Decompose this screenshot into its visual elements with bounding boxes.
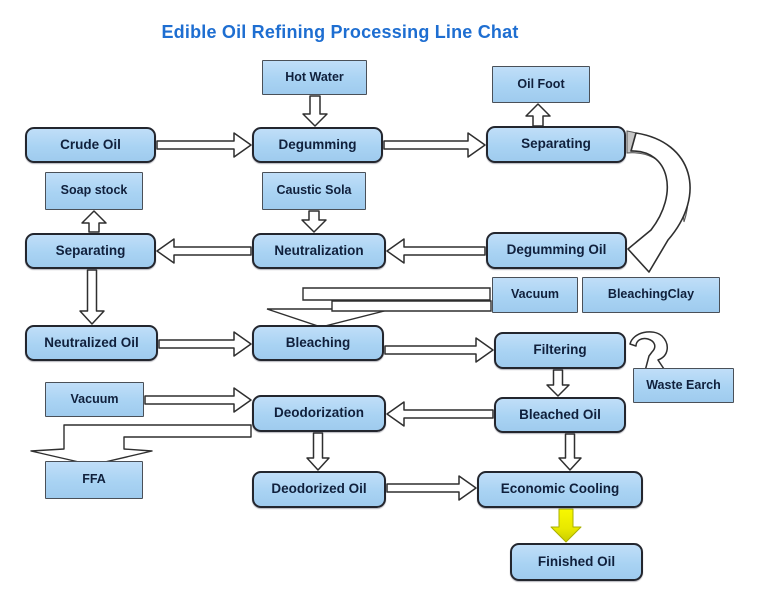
arrow-neutralized-oil-to-bleaching — [158, 331, 252, 357]
node-waste-earch: Waste Earch — [633, 368, 734, 403]
node-filtering: Filtering — [494, 332, 626, 369]
node-crude-oil: Crude Oil — [25, 127, 156, 163]
node-separating-left: Separating — [25, 233, 156, 269]
funnel-arrow-to-bleaching — [266, 287, 492, 328]
funnel-arrow-deodorization-to-ffa — [30, 424, 252, 466]
node-separating-top: Separating — [486, 126, 626, 163]
arrow-bleached-oil-to-economic-cooling — [558, 433, 582, 471]
arrow-separating-to-oil-foot — [525, 103, 551, 127]
arrow-separating-to-soap-stock — [81, 210, 107, 233]
arrow-separating-to-neutralized-oil — [79, 269, 105, 325]
node-bleaching: Bleaching — [252, 325, 384, 361]
arrow-deodorization-to-deodorized-oil — [306, 432, 330, 471]
arrow-degumming-to-separating — [383, 132, 486, 158]
curved-arrow-separating-to-degumming-oil — [627, 132, 691, 273]
node-degumming-oil: Degumming Oil — [486, 232, 627, 269]
arrow-bleached-oil-to-deodorization — [386, 401, 494, 427]
node-degumming: Degumming — [252, 127, 383, 163]
hook-arrow-filtering-to-waste-earch — [629, 331, 668, 372]
node-vacuum-right: Vacuum — [492, 277, 578, 313]
node-vacuum-left: Vacuum — [45, 382, 144, 417]
node-deodorization: Deodorization — [252, 395, 386, 432]
node-oil-foot: Oil Foot — [492, 66, 590, 103]
arrow-degumming-oil-to-neutralization — [386, 238, 486, 264]
node-neutralization: Neutralization — [252, 233, 386, 269]
node-finished-oil: Finished Oil — [510, 543, 643, 581]
node-soap-stock: Soap stock — [45, 172, 143, 210]
node-bleaching-clay: BleachingClay — [582, 277, 720, 313]
node-deodorized-oil: Deodorized Oil — [252, 471, 386, 508]
node-neutralized-oil: Neutralized Oil — [25, 325, 158, 361]
node-hot-water: Hot Water — [262, 60, 367, 95]
diagram-title: Edible Oil Refining Processing Line Chat — [161, 22, 519, 42]
node-ffa: FFA — [45, 461, 143, 499]
arrow-filtering-to-bleached-oil — [546, 369, 570, 397]
arrow-vacuum-to-deodorization — [144, 387, 252, 413]
arrow-neutralization-to-separating — [156, 238, 252, 264]
arrow-crude-oil-to-degumming — [156, 132, 252, 158]
arrow-caustic-sola-to-neutralization — [301, 210, 327, 233]
arrow-deodorized-oil-to-economic-cooling — [386, 475, 477, 501]
node-economic-cooling: Economic Cooling — [477, 471, 643, 508]
node-caustic-sola: Caustic Sola — [262, 172, 366, 210]
arrow-economic-cooling-to-finished-oil — [550, 508, 582, 543]
arrow-hot-water-to-degumming — [302, 95, 328, 127]
node-bleached-oil: Bleached Oil — [494, 397, 626, 433]
arrow-bleaching-to-filtering — [384, 337, 494, 363]
